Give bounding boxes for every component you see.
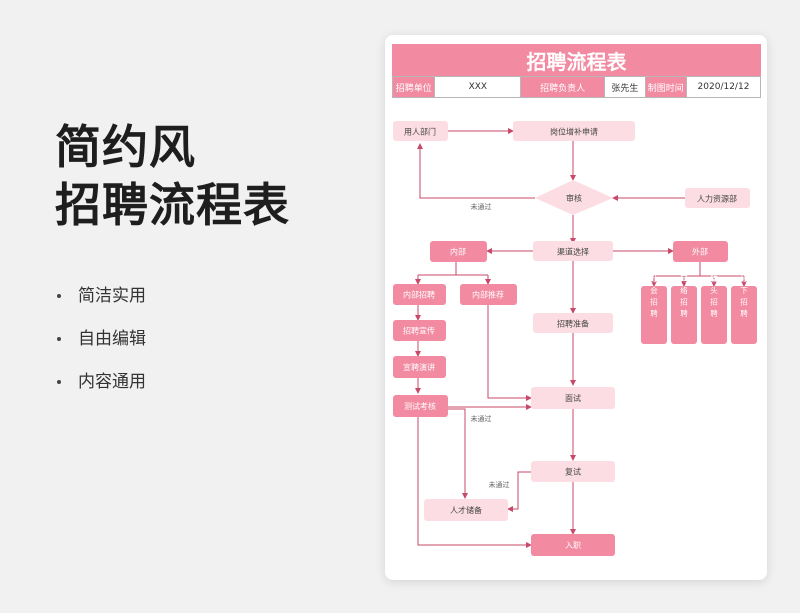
node-hr: 人力资源部 — [685, 188, 750, 208]
node-internal-hire-label: 内部招聘 — [403, 290, 435, 300]
flow-connectors — [415, 128, 747, 548]
feature-label: 简洁实用 — [78, 286, 146, 306]
node-prep: 招聘准备 — [533, 313, 613, 333]
not-passed-label-3: 未通过 — [489, 480, 510, 489]
node-onboard-label: 入职 — [565, 541, 581, 550]
node-internal-hire: 内部招聘 — [393, 284, 446, 305]
feature-item: 自由编辑 — [55, 327, 146, 370]
node-online: 网络招聘 — [671, 275, 697, 344]
bullet-icon — [57, 294, 61, 298]
unit-label: 招聘单位 — [393, 77, 436, 97]
node-dept-label: 用人部门 — [404, 127, 436, 137]
node-onboard: 入职 — [531, 534, 615, 556]
node-channel: 渠道选择 — [533, 241, 613, 261]
owner-label: 招聘负责人 — [521, 77, 606, 97]
document-preview: 招聘流程表 招聘单位 XXX 招聘负责人 张先生 制图时间 2020/12/12 — [385, 35, 767, 580]
node-external: 外部 — [673, 241, 728, 262]
node-test: 测试考核 — [393, 395, 448, 417]
unit-value: XXX — [435, 77, 522, 97]
node-review: 审核 — [535, 180, 613, 215]
node-offline: 线下招聘 — [731, 274, 757, 344]
bullet-icon — [57, 380, 61, 384]
node-internal-referral: 内部推荐 — [460, 284, 517, 305]
feature-label: 自由编辑 — [78, 329, 146, 349]
node-publicize: 招聘宣传 — [393, 320, 446, 341]
node-talk-label: 宣聘演讲 — [403, 362, 435, 372]
node-internal-label: 内部 — [450, 247, 466, 257]
node-talent-pool-label: 人才储备 — [450, 505, 482, 515]
node-talk: 宣聘演讲 — [393, 356, 446, 378]
feature-item: 内容通用 — [55, 370, 146, 413]
node-offline-label: 线下招聘 — [739, 274, 748, 321]
node-internal-referral-label: 内部推荐 — [472, 290, 504, 300]
promo-title-line2: 招聘流程表 — [55, 178, 290, 232]
date-value: 2020/12/12 — [687, 77, 760, 97]
node-dept: 用人部门 — [393, 121, 448, 141]
not-passed-label: 未通过 — [471, 202, 492, 211]
node-hr-label: 人力资源部 — [697, 194, 737, 204]
info-row: 招聘单位 XXX 招聘负责人 张先生 制图时间 2020/12/12 — [392, 76, 761, 98]
node-prep-label: 招聘准备 — [557, 319, 589, 329]
node-retest: 复试 — [531, 461, 615, 482]
node-channel-label: 渠道选择 — [557, 247, 589, 257]
promo-title: 简约风 招聘流程表 — [55, 118, 290, 234]
node-headhunt: 猎头招聘 — [701, 274, 727, 344]
document-title: 招聘流程表 — [392, 44, 761, 76]
not-passed-label-2: 未通过 — [471, 414, 492, 423]
node-online-label: 网络招聘 — [679, 275, 688, 321]
node-retest-label: 复试 — [565, 467, 581, 477]
owner-value: 张先生 — [605, 77, 646, 97]
feature-item: 简洁实用 — [55, 284, 146, 327]
node-external-label: 外部 — [692, 247, 708, 257]
node-publicize-label: 招聘宣传 — [403, 326, 435, 336]
date-label: 制图时间 — [645, 77, 687, 97]
flowchart: 用人部门 岗位增补申请 审核 人力资源部 未通过 渠道选择 内部 外部 — [393, 121, 757, 556]
node-request-label: 岗位增补申请 — [550, 127, 598, 137]
node-request: 岗位增补申请 — [513, 121, 635, 141]
node-test-label: 测试考核 — [404, 401, 436, 411]
node-headhunt-label: 猎头招聘 — [709, 274, 718, 321]
node-interview-label: 面试 — [565, 393, 581, 403]
node-interview: 面试 — [531, 387, 615, 409]
feature-label: 内容通用 — [78, 372, 146, 392]
node-review-label: 审核 — [566, 193, 582, 203]
node-social-label: 社会招聘 — [649, 274, 658, 321]
bullet-icon — [57, 337, 61, 341]
feature-list: 简洁实用 自由编辑 内容通用 — [55, 284, 146, 413]
node-talent-pool: 人才储备 — [424, 499, 508, 521]
promo-title-line1: 简约风 — [55, 120, 196, 174]
node-internal: 内部 — [430, 241, 487, 262]
node-social: 社会招聘 — [641, 274, 667, 344]
